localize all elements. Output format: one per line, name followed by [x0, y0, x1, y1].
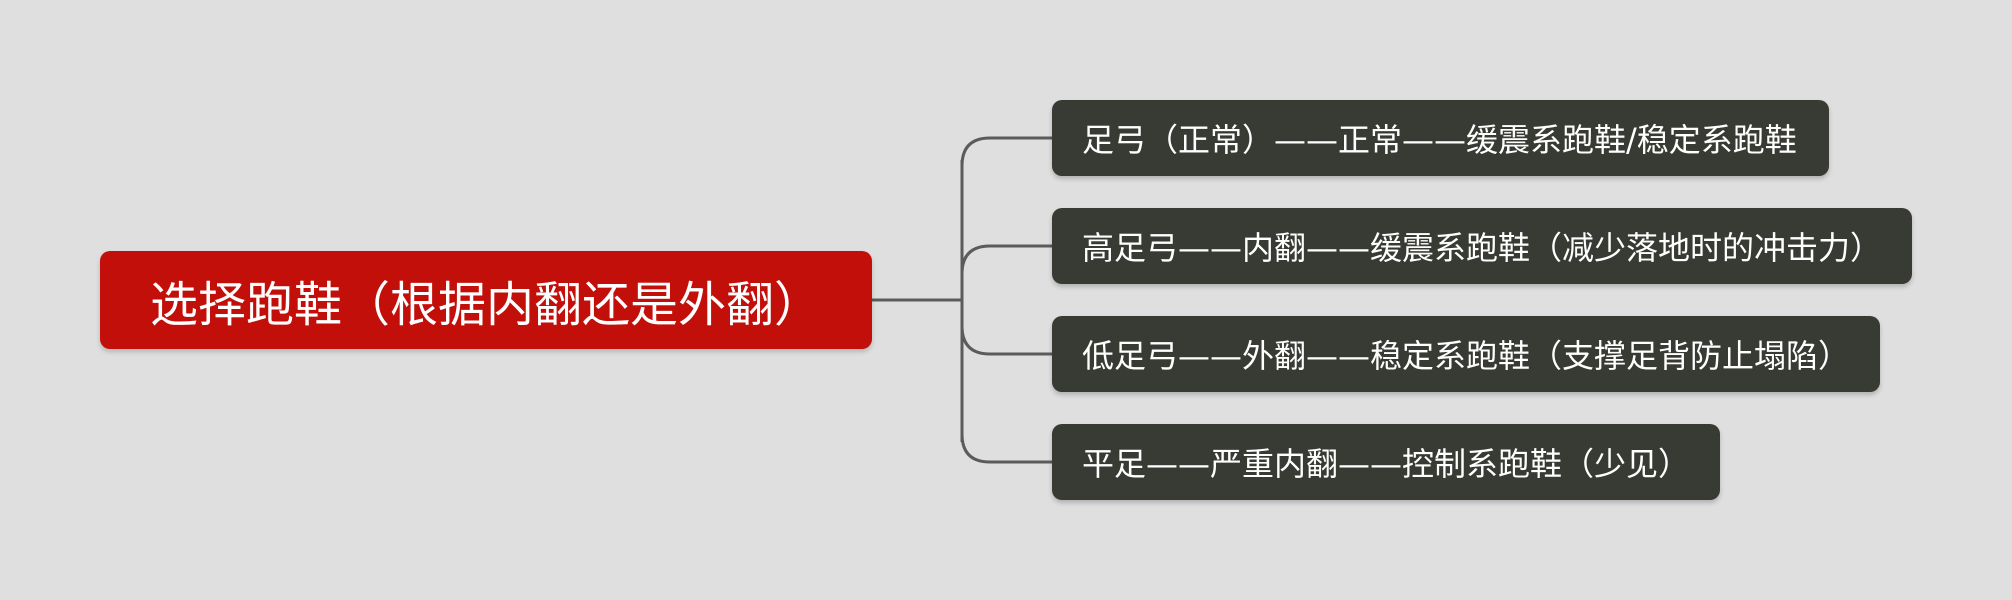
branch-topic-normal-arch[interactable]: 足弓（正常）——正常——缓震系跑鞋/稳定系跑鞋 [1052, 100, 1829, 176]
branch-connector-0 [960, 136, 1052, 167]
branch-connector-2 [960, 325, 1052, 356]
root-topic-label: 选择跑鞋（根据内翻还是外翻） [149, 277, 822, 333]
branch-topic-flat-foot[interactable]: 平足——严重内翻——控制系跑鞋（少见） [1052, 424, 1720, 500]
branch-connector-1 [960, 244, 1052, 275]
branch-topic-low-arch[interactable]: 低足弓——外翻——稳定系跑鞋（支撑足背防止塌陷） [1052, 316, 1880, 392]
branch-topic-high-arch[interactable]: 高足弓——内翻——缓震系跑鞋（减少落地时的冲击力） [1052, 208, 1912, 284]
branch-topic-label: 高足弓——内翻——缓震系跑鞋（减少落地时的冲击力） [1082, 229, 1883, 267]
branch-topic-label: 低足弓——外翻——稳定系跑鞋（支撑足背防止塌陷） [1082, 337, 1851, 375]
branch-topic-label: 平足——严重内翻——控制系跑鞋（少见） [1082, 445, 1691, 483]
branch-topic-label: 足弓（正常）——正常——缓震系跑鞋/稳定系跑鞋 [1082, 121, 1797, 159]
root-topic[interactable]: 选择跑鞋（根据内翻还是外翻） [100, 251, 872, 349]
branch-connector-3 [960, 433, 1052, 464]
